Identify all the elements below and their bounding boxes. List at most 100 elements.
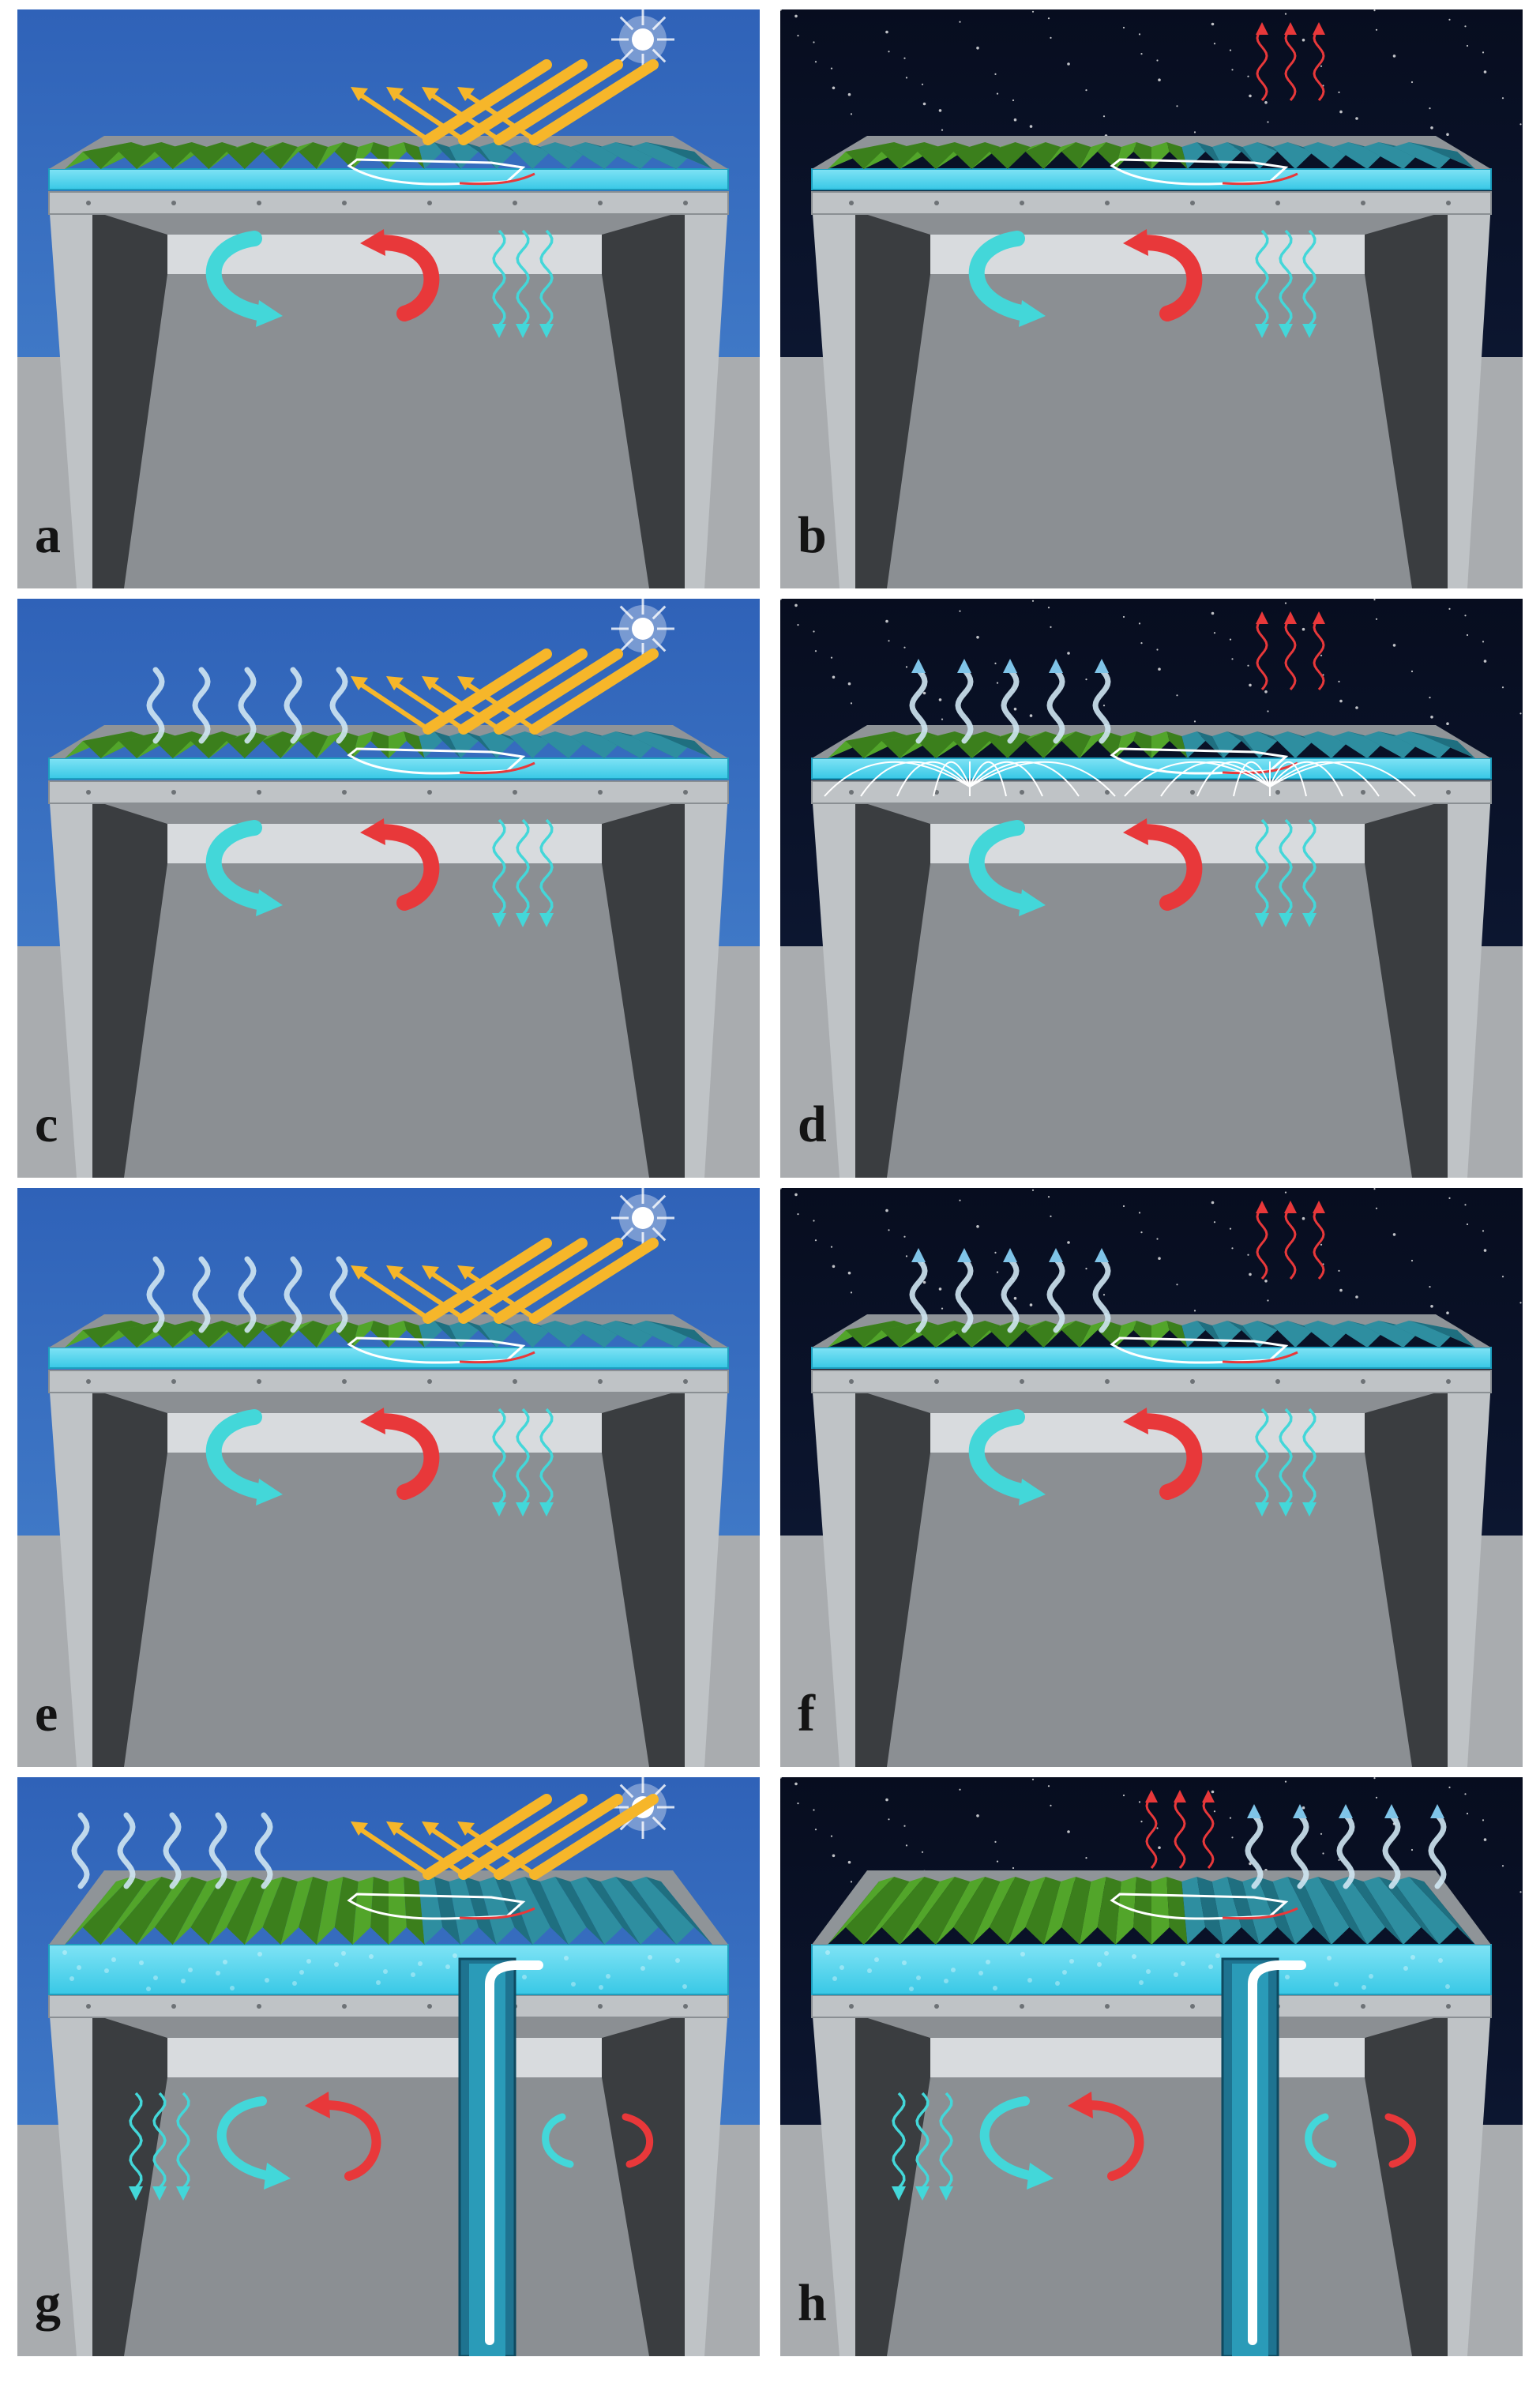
beam-bolt	[598, 2004, 603, 2009]
panel-label: h	[798, 2277, 827, 2329]
water-texture	[944, 1979, 948, 1983]
beam-bolt	[849, 790, 854, 795]
beam-bolt	[1446, 1379, 1451, 1384]
panel-e: e	[17, 1188, 760, 1767]
water-texture	[986, 1960, 990, 1964]
beam-bolt	[257, 1379, 261, 1384]
water-texture	[1403, 1966, 1408, 1971]
beam-bolt	[598, 201, 603, 205]
beam-bolt	[1020, 1379, 1024, 1384]
water-texture	[146, 1987, 151, 1991]
water-texture	[1327, 1956, 1332, 1960]
beam-bolt	[1361, 201, 1365, 205]
water-texture	[1410, 1955, 1415, 1960]
water-texture	[111, 1957, 116, 1962]
water-texture	[453, 1953, 457, 1958]
water-texture	[916, 1975, 921, 1980]
beam-bolt	[1190, 790, 1195, 795]
water-texture	[341, 1951, 346, 1956]
beam-bolt	[1275, 201, 1280, 205]
panel-label: c	[35, 1099, 58, 1151]
water-texture	[902, 1960, 907, 1965]
water-texture	[1146, 1969, 1151, 1974]
beam-bolt	[1446, 790, 1451, 795]
beam-bolt	[171, 2004, 176, 2009]
beam-bolt	[171, 201, 176, 205]
water-texture	[1069, 1959, 1074, 1964]
panel-b: b	[780, 9, 1523, 588]
beam-bolt	[1275, 1379, 1280, 1384]
water-texture	[951, 1968, 956, 1972]
beam-bolt	[683, 2004, 688, 2009]
water-texture	[77, 1965, 81, 1970]
water-texture	[292, 1981, 297, 1986]
water-texture	[223, 1960, 227, 1964]
beam-bolt	[598, 1379, 603, 1384]
panel-illustration	[17, 1188, 760, 1767]
water-texture	[216, 1971, 220, 1975]
beam-bolt	[934, 1379, 939, 1384]
water-texture	[104, 1968, 109, 1973]
beam-bolt	[1020, 201, 1024, 205]
water-texture	[1104, 1951, 1109, 1956]
panel-label: b	[798, 509, 827, 562]
beam-bolt	[342, 790, 347, 795]
water-texture	[69, 1976, 74, 1981]
water-texture	[1174, 1972, 1178, 1977]
water-texture	[1369, 1974, 1373, 1979]
beam-bolt	[513, 1379, 517, 1384]
beam-bolt	[257, 2004, 261, 2009]
water-texture	[1285, 1975, 1290, 1979]
beam-bolt	[1105, 1379, 1110, 1384]
water-texture	[153, 1975, 158, 1980]
beam-bolt	[1361, 2004, 1365, 2009]
water-texture	[839, 1965, 844, 1970]
beam-bolt	[683, 201, 688, 205]
panel-label: f	[798, 1688, 815, 1740]
beam-bolt	[513, 790, 517, 795]
beam-bolt	[1020, 790, 1024, 795]
panel-c: c	[17, 599, 760, 1178]
panel-label: a	[35, 509, 61, 562]
water-texture	[832, 1976, 837, 1981]
water-texture	[1208, 1964, 1213, 1969]
beam-bolt	[598, 790, 603, 795]
water-texture	[334, 1962, 339, 1967]
panel-h: h	[780, 1777, 1523, 2356]
water-texture	[299, 1970, 304, 1975]
water-texture	[1020, 1952, 1025, 1957]
back-wall	[167, 2038, 602, 2077]
water-texture	[648, 1955, 652, 1960]
roof-beam	[812, 1995, 1491, 2017]
beam-bolt	[683, 1379, 688, 1384]
beam-bolt	[86, 1379, 91, 1384]
water-texture	[564, 1956, 569, 1960]
panel-a: a	[17, 9, 760, 588]
beam-bolt	[1190, 1379, 1195, 1384]
roof-beam	[49, 1370, 728, 1393]
beam-bolt	[86, 790, 91, 795]
beam-bolt	[257, 201, 261, 205]
panel-d: d	[780, 599, 1523, 1178]
water-texture	[599, 1985, 603, 1990]
water-texture	[188, 1968, 193, 1972]
water-texture	[825, 1950, 830, 1955]
roof-beam	[812, 781, 1491, 803]
water-texture	[571, 1982, 576, 1987]
panel-illustration	[780, 599, 1523, 1178]
water-texture	[867, 1968, 872, 1973]
beam-bolt	[171, 790, 176, 795]
water-texture	[1215, 1953, 1220, 1958]
water-texture	[411, 1972, 415, 1977]
beam-bolt	[257, 790, 261, 795]
water-texture	[640, 1966, 645, 1971]
beam-bolt	[1190, 201, 1195, 205]
beam-bolt	[342, 2004, 347, 2009]
beam-bolt	[1105, 2004, 1110, 2009]
water-layer	[49, 1945, 728, 1994]
panel-label: d	[798, 1099, 827, 1151]
water-texture	[418, 1961, 423, 1966]
water-texture	[675, 1958, 680, 1963]
water-texture	[181, 1979, 186, 1983]
water-texture	[1334, 1982, 1339, 1987]
